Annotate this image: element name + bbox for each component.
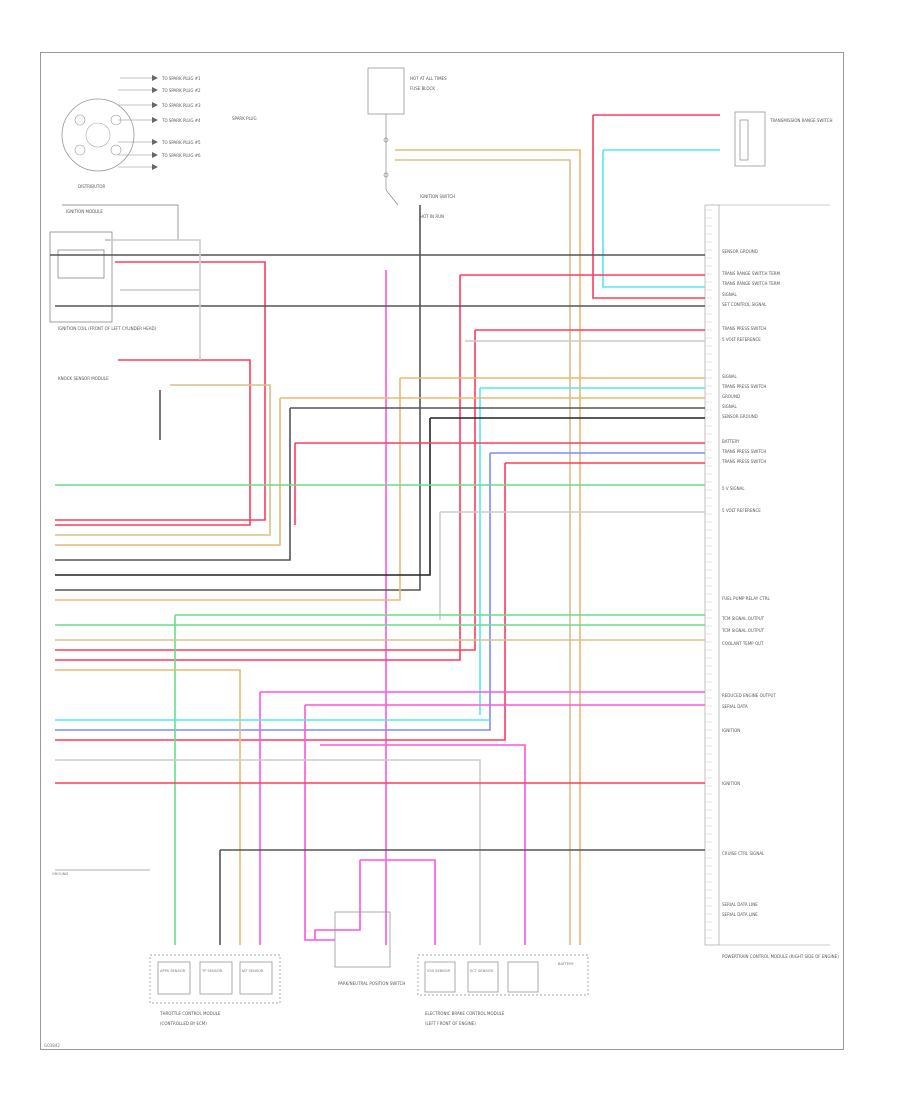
- ecm-pin-label: SIGNAL: [722, 404, 738, 409]
- spark-plug-3: TO SPARK PLUG #3: [161, 103, 201, 108]
- wire-orange: [55, 398, 281, 546]
- ecm-pin-label: COOLANT TEMP OUT: [722, 641, 764, 646]
- ecm-pin-label: TRANS RANGE SWITCH TERM: [721, 281, 781, 286]
- ignition-coil-block: [49, 204, 179, 323]
- apps-label: APPS SENSOR: [160, 969, 186, 973]
- spark-plug-labels: TO SPARK PLUG #1 TO SPARK PLUG #2 TO SPA…: [152, 75, 257, 170]
- spark-plug-5: TO SPARK PLUG #5: [161, 140, 201, 145]
- bottom-sensors: [149, 911, 589, 1004]
- wire-black: [55, 418, 431, 576]
- wire-red: [55, 261, 266, 521]
- wire-pink: [360, 859, 436, 945]
- diagram-frame: [40, 52, 844, 1050]
- wire-red: [55, 275, 461, 661]
- ignition-coil-label: IGNITION COIL (FRONT OF LEFT CYLINDER HE…: [58, 326, 157, 331]
- vss-label: VSS SENSOR: [427, 969, 451, 973]
- park-neutral-label: PARK/NEUTRAL POSITION SWITCH: [338, 981, 405, 986]
- wire-orange: [55, 669, 241, 945]
- spark-plug-note: SPARK PLUG: [232, 116, 257, 121]
- ect-label: ECT SENSOR: [470, 969, 493, 973]
- ecm-pin-label: TCM SIGNAL OUTPUT: [721, 616, 765, 621]
- brake-sub: (LEFT FRONT OF ENGINE): [425, 1021, 476, 1026]
- ecm-title: POWERTRAIN CONTROL MODULE (RIGHT SIDE OF…: [722, 954, 839, 959]
- ecm-pin-label: CRUISE CTRL SIGNAL: [722, 851, 765, 856]
- trans-range-label: TRANSMISSION RANGE SWITCH: [769, 118, 833, 123]
- ecm-pin-label: TRANS RANGE SWITCH TERM: [721, 271, 781, 276]
- spark-plug-4: TO SPARK PLUG #4: [161, 118, 201, 123]
- ignition-switch-label: IGNITION SWITCH: [420, 194, 455, 199]
- spark-plug-1: TO SPARK PLUG #1: [161, 76, 201, 81]
- wire-light: [110, 239, 201, 360]
- ecm-pin-label: 5 V SIGNAL: [722, 486, 745, 491]
- throttle-title: THROTTLE CONTROL MODULE: [159, 1011, 221, 1016]
- ecm-pin-label: SERIAL DATA LINE: [722, 902, 758, 907]
- iat-label: IAT SENSOR: [242, 969, 264, 973]
- ecm-pin-label: REDUCED ENGINE OUTPUT: [722, 693, 776, 698]
- wire-red: [55, 463, 506, 741]
- ecm-pin-label: SENSOR GROUND: [722, 414, 758, 419]
- ecm-pin-label: SIGNAL: [722, 292, 738, 297]
- spark-plug-wires: [118, 77, 155, 168]
- ecm-pin-label: 5 VOLT REFERENCE: [722, 508, 761, 513]
- ecm-connector: [704, 204, 830, 946]
- wire-orange: [55, 378, 401, 601]
- wire-light: [55, 759, 481, 945]
- wires: [50, 114, 720, 945]
- ecm-pin-label: SENSOR GROUND: [722, 249, 758, 254]
- hot-note: HOT AT ALL TIMES: [410, 76, 447, 81]
- wire-red: [55, 330, 476, 651]
- brake-title: ELECTRONIC BRAKE CONTROL MODULE: [425, 1011, 505, 1016]
- ecm-pin-label: TRANS PRESS SWITCH: [721, 326, 766, 331]
- wire-cyan: [602, 150, 705, 288]
- fuse-block: [367, 67, 405, 206]
- ecm-pin-label: SET CONTROL SIGNAL: [722, 302, 767, 307]
- ecm-pin-label: IGNITION: [722, 781, 740, 786]
- ecm-pin-label: IGNITION: [722, 728, 740, 733]
- ecm-pin-label: TCM SIGNAL OUTPUT: [721, 628, 765, 633]
- figure-id: G03842: [44, 1043, 60, 1048]
- ecm-pin-label: TRANS PRESS SWITCH: [721, 459, 766, 464]
- ecm-pin-label: TRANS PRESS SWITCH: [721, 384, 766, 389]
- wire-tan: [395, 159, 571, 945]
- hot-in-run: HOT IN RUN: [420, 214, 444, 219]
- ignition-module-label: IGNITION MODULE: [66, 209, 103, 214]
- tps-label: TP SENSOR: [201, 969, 223, 973]
- ecm-pin-label: SERIAL DATA LINE: [722, 912, 758, 917]
- wire-gray: [55, 205, 421, 591]
- trans-range-switch: [734, 111, 766, 167]
- distributor-label: DISTRIBUTOR: [78, 184, 105, 189]
- ecm-pin-label: 5 VOLT REFERENCE: [722, 337, 761, 342]
- wire-red: [55, 359, 251, 526]
- spark-plug-2: TO SPARK PLUG #2: [161, 88, 201, 93]
- wire-pink: [320, 744, 526, 945]
- wire-red: [592, 115, 705, 299]
- knock-sensor-label: KNOCK SENSOR MODULE: [58, 376, 109, 381]
- ecm-pin-label: GROUND: [722, 394, 740, 399]
- wire-gray: [55, 408, 291, 561]
- ground-label: GROUND: [52, 872, 68, 876]
- ecm-pin-label: SIGNAL: [722, 374, 738, 379]
- ecm-pin-label: FUEL PUMP RELAY CTRL: [722, 596, 771, 601]
- fuse-block-label: FUSE BLOCK: [410, 86, 435, 91]
- ecm-pin-label: BATTERY: [722, 439, 740, 444]
- ecm-pin-label: TRANS PRESS SWITCH: [721, 449, 766, 454]
- ecm-pin-labels: SENSOR GROUND TRANS RANGE SWITCH TERM TRAN…: [705, 209, 781, 939]
- wire-tan: [55, 384, 271, 536]
- battery-label: BATTERY: [558, 962, 575, 966]
- ecm-pin-label: SERIAL DATA: [722, 704, 748, 709]
- wire-blue: [55, 453, 491, 731]
- wire-orange: [395, 149, 581, 945]
- wire-pink: [314, 860, 361, 940]
- throttle-sub: (CONTROLLED BY ECM): [160, 1021, 207, 1026]
- spark-plug-6: TO SPARK PLUG #6: [161, 153, 201, 158]
- distributor: DISTRIBUTOR: [61, 98, 135, 189]
